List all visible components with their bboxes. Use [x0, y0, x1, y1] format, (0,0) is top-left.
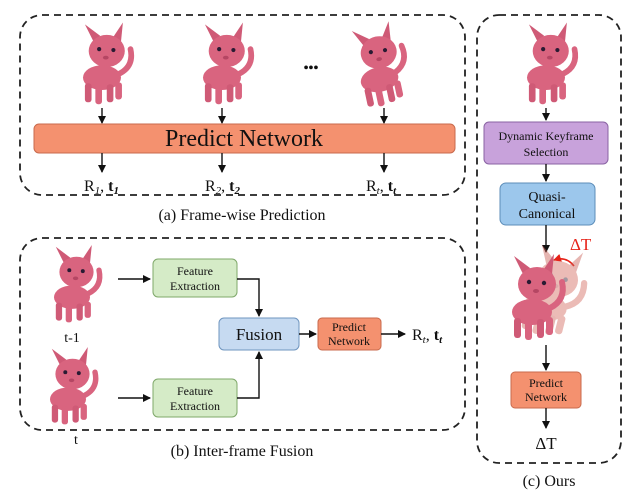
feature-extraction-top-line1: Feature: [177, 264, 213, 278]
predict-network-c-line1: Predict: [529, 376, 564, 390]
output-c-delta-t: ΔT: [535, 434, 557, 453]
caption-a: (a) Frame-wise Prediction: [158, 207, 325, 224]
predict-network-label-a: Predict Network: [165, 126, 323, 152]
dynamic-keyframe-line1: Dynamic Keyframe: [499, 129, 594, 143]
cat-frame-1-image: [83, 22, 131, 104]
panel-b-frame: [19, 237, 466, 431]
output-a-1: R1, t1: [84, 178, 119, 197]
arrow-b-bottom-to-fusion: [237, 351, 263, 399]
delta-t-red-label: ΔT: [570, 235, 592, 254]
cat-frame-t-image: [350, 19, 414, 109]
predict-network-b-line2: Network: [328, 334, 370, 348]
cat-frame-t-minus-1-image: [54, 245, 100, 322]
output-b: Rt, tt: [412, 327, 443, 346]
quasi-canonical-line1: Quasi-: [528, 190, 566, 205]
feature-extraction-box-top: [152, 258, 238, 298]
frame-label-t-minus-1: t-1: [64, 331, 80, 346]
predict-network-c-line2: Network: [525, 390, 567, 404]
output-a-3: Rt, tt: [366, 178, 397, 197]
quasi-canonical-line2: Canonical: [519, 207, 576, 222]
predict-network-b-line1: Predict: [332, 320, 367, 334]
cat-frame-2-image: [203, 22, 251, 104]
caption-b: (b) Inter-frame Fusion: [171, 443, 314, 460]
caption-c: (c) Ours: [523, 473, 576, 490]
cat-frame-t-image: [50, 347, 96, 424]
cat-input-image-c: [527, 22, 575, 104]
feature-extraction-bottom-line2: Extraction: [170, 399, 220, 413]
panel-c-frame: [476, 14, 622, 464]
quasi-canonical-box: [499, 182, 596, 226]
arrow-b-top-to-fusion: [237, 278, 263, 317]
predict-network-box-a: [33, 123, 456, 154]
output-a-2: R2, t2: [205, 178, 241, 197]
panel-a-frame: [19, 14, 466, 196]
frame-label-t: t: [74, 433, 78, 448]
fusion-label: Fusion: [236, 325, 283, 344]
feature-extraction-top-line2: Extraction: [170, 279, 220, 293]
feature-extraction-bottom-line1: Feature: [177, 384, 213, 398]
dynamic-keyframe-line2: Selection: [524, 145, 569, 159]
ellipsis-dots: •••: [304, 61, 319, 76]
